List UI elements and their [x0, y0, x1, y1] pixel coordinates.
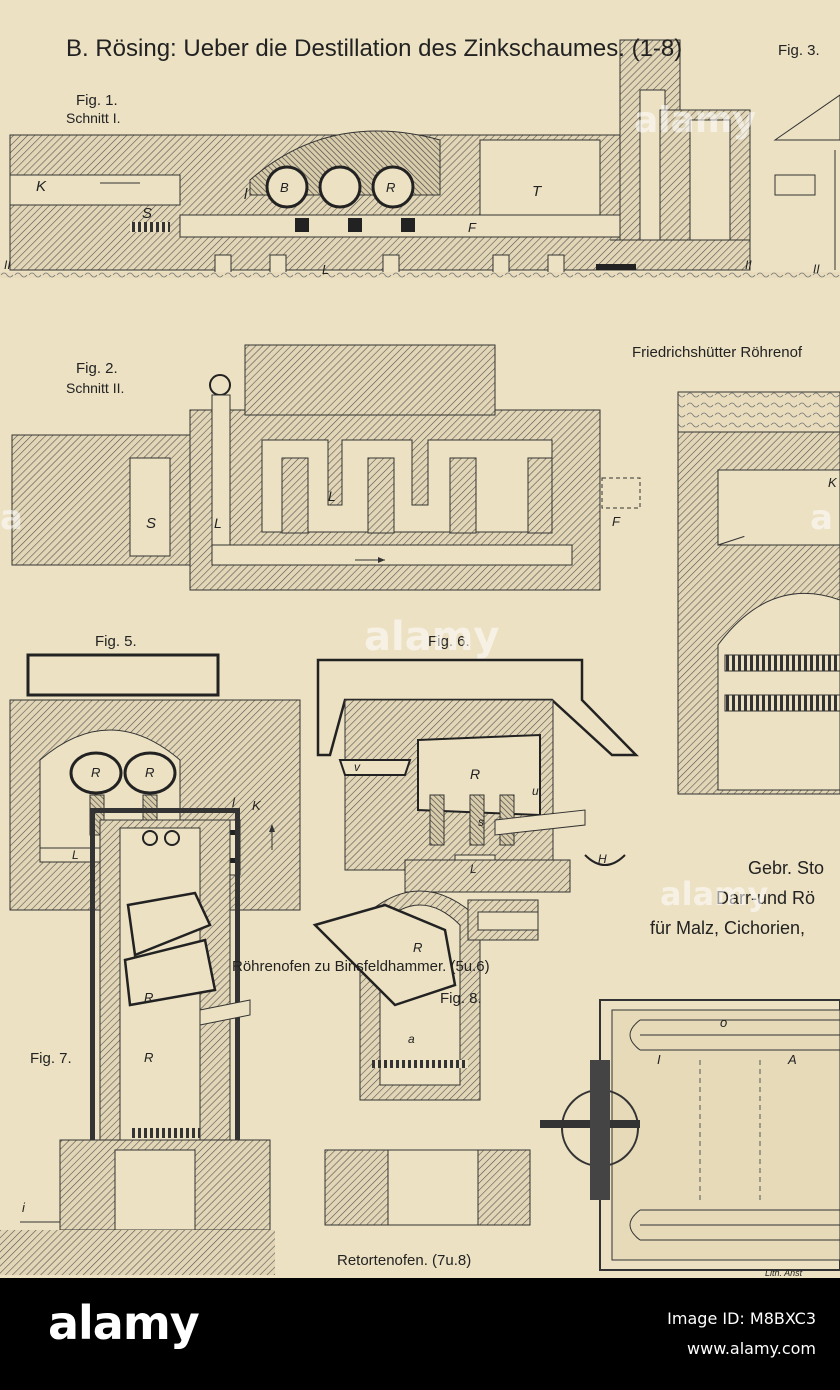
letter-R-fig5-left: R: [91, 765, 101, 780]
image-id: Image ID: M8BXC3: [667, 1309, 816, 1328]
letter-F-fig1: F: [468, 220, 476, 235]
letter-u-fig6: u: [532, 784, 539, 798]
letter-R-fig6: R: [470, 766, 481, 782]
letter-L-fig5: L: [72, 848, 79, 862]
letter-R-fig8: R: [413, 940, 423, 955]
letter-R-fig7-lower: R: [144, 1050, 154, 1065]
friedrichshuetter-caption: Friedrichshütter Röhrenof: [632, 344, 803, 361]
letter-i-fig7: i: [22, 1200, 25, 1215]
engraved-plate: B. Rösing: Ueber die Destillation des Zi…: [0, 0, 840, 1278]
fig6-drawing: [316, 658, 639, 893]
binsfeld-caption: Röhrenofen zu Binsfeldhammer. (5u.6): [232, 958, 490, 975]
fig8-label: Fig. 8.: [440, 990, 482, 1007]
watermark-lower-right: alamy: [660, 875, 769, 913]
letter-s-fig6: s: [478, 815, 484, 829]
fig8-drawing: [312, 890, 539, 1226]
fig2-drawing: [11, 344, 641, 591]
letter-F-fig2: F: [612, 514, 620, 529]
letter-I-fig9: I: [657, 1052, 661, 1067]
letter-A-fig9: A: [788, 1052, 797, 1067]
letter-R-fig7-upper: R: [144, 990, 154, 1005]
gebr-caption-line2: Darr-und Rö: [716, 888, 816, 908]
letter-l-fig5: l: [232, 795, 235, 810]
fig1-subtitle: Schnitt I.: [66, 110, 121, 126]
alamy-logo[interactable]: alamy: [48, 1296, 200, 1350]
fig7-label: Fig. 7.: [30, 1050, 72, 1067]
fig1-label: Fig. 1.: [76, 92, 118, 109]
watermark-right-edge: a: [810, 498, 833, 538]
fig7-drawing: [0, 808, 275, 1275]
retorten-caption: Retortenofen. (7u.8): [337, 1252, 472, 1269]
letter-K-fig1: K: [36, 178, 47, 195]
letter-L-fig1: L: [322, 262, 330, 277]
letter-v-fig6: v: [354, 760, 360, 774]
letter-L-fig2-left: L: [214, 515, 222, 531]
plate-title: B. Rösing: Ueber die Destillation des Zi…: [66, 35, 683, 62]
letter-l-fig1: l: [244, 186, 248, 203]
fig2-subtitle: Schnitt II.: [66, 380, 125, 396]
image-meta: Image ID: M8BXC3 www.alamy.com: [667, 1304, 816, 1364]
letter-H-fig6: H: [598, 852, 607, 866]
lith-credit: Lith. Anst: [765, 1268, 803, 1278]
watermark-center: alamy: [364, 614, 500, 660]
letter-K-fig5: K: [252, 798, 261, 813]
letter-B-fig1: B: [280, 180, 289, 195]
gebr-caption-line3: für Malz, Cichorien,: [650, 918, 806, 938]
letter-S-fig2: S: [146, 515, 157, 532]
letter-T-fig1: T: [532, 183, 542, 200]
watermark-left-edge: a: [0, 498, 23, 538]
fig9-drawing: [540, 999, 840, 1271]
letter-a-fig8: a: [408, 1032, 415, 1046]
letter-R-fig5-right: R: [145, 765, 155, 780]
plate-drawings: [0, 39, 840, 1275]
letter-L-fig2-center: L: [328, 488, 336, 504]
fig1-drawing: [0, 39, 840, 278]
fig5-label: Fig. 5.: [95, 633, 137, 650]
letter-R-fig1: R: [386, 180, 396, 195]
fig4-drawing: [677, 391, 840, 795]
letter-II-left: II: [4, 258, 11, 272]
letter-II-right: II: [745, 258, 752, 272]
site-url[interactable]: www.alamy.com: [687, 1339, 816, 1358]
letter-II-fig3: II: [813, 262, 820, 276]
letter-o-fig9: o: [720, 1015, 728, 1030]
fig2-label: Fig. 2.: [76, 360, 118, 377]
watermark-top-right: alamy: [634, 100, 756, 141]
fig3-label: Fig. 3.: [778, 42, 820, 59]
fig6-label: Fig. 6.: [428, 633, 470, 650]
letter-S-fig1: S: [142, 205, 153, 222]
letter-K-fig4: K: [828, 475, 837, 490]
gebr-caption-line1: Gebr. Sto: [748, 858, 825, 878]
stock-footer-bar: alamy Image ID: M8BXC3 www.alamy.com: [0, 1278, 840, 1390]
letter-L-fig6: L: [470, 862, 477, 876]
